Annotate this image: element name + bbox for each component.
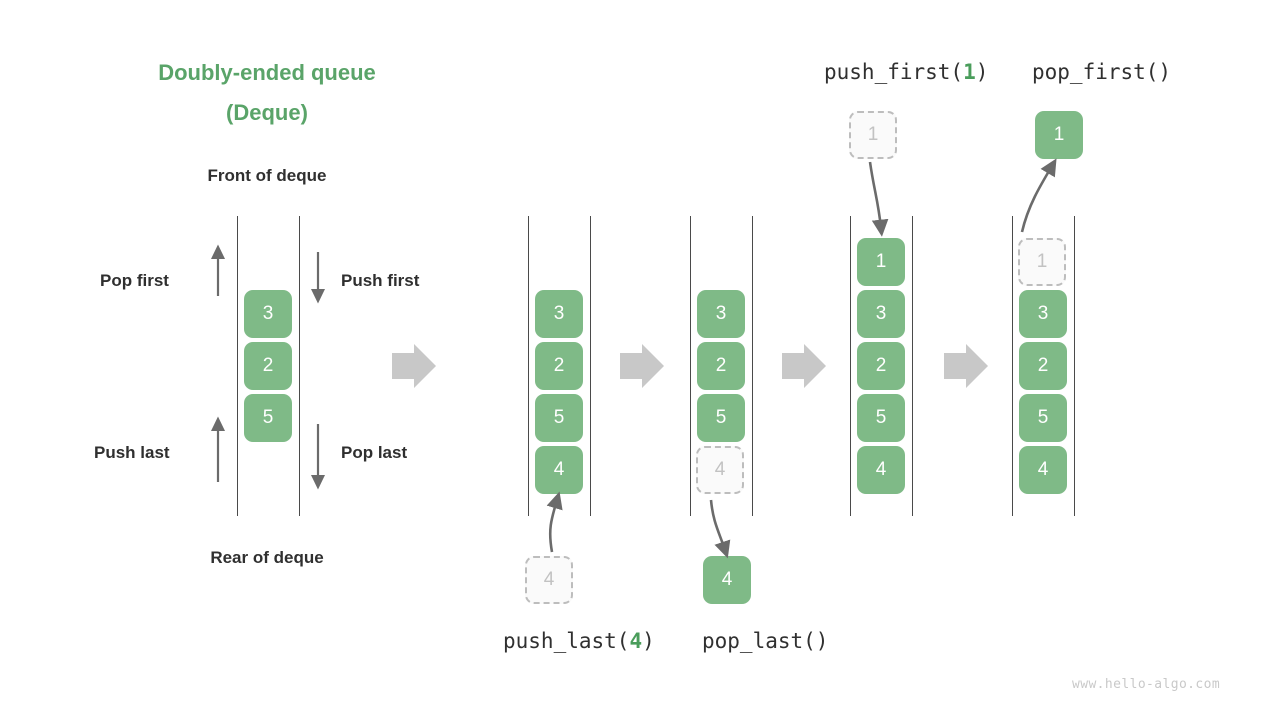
deque-box: 3	[244, 290, 292, 338]
push-last-op-arg: 4	[629, 629, 643, 653]
deque-box: 2	[244, 342, 292, 390]
push-first-motion-arrow	[868, 161, 889, 237]
deque-box: 3	[1019, 290, 1067, 338]
deque-rail-left-p2	[528, 216, 529, 516]
push-last-label: Push last	[94, 443, 170, 462]
deque-box: 3	[535, 290, 583, 338]
deque-rail-right-p1	[299, 216, 300, 516]
pop-last-label: Pop last	[341, 443, 408, 462]
deque-rail-left-p5	[1012, 216, 1013, 516]
deque-external-box: 4	[703, 556, 751, 604]
front-of-deque-label: Front of deque	[207, 166, 327, 185]
deque-box: 5	[535, 394, 583, 442]
deque-external-box-ghost: 4	[525, 556, 573, 604]
deque-rail-left-p3	[690, 216, 691, 516]
diagram-title-line1: Doubly-ended queue	[158, 60, 376, 85]
deque-box: 2	[1019, 342, 1067, 390]
deque-external-box: 1	[1035, 111, 1083, 159]
deque-box: 3	[857, 290, 905, 338]
deque-rail-right-p3	[752, 216, 753, 516]
push-first-label: Push first	[341, 271, 420, 290]
rear-of-deque-label: Rear of deque	[210, 548, 324, 567]
push-last-op-pre: push_last(	[503, 629, 630, 653]
transition-arrow-2	[620, 344, 664, 388]
deque-box-ghost: 4	[696, 446, 744, 494]
transition-arrow-3	[782, 344, 826, 388]
deque-rail-right-p4	[912, 216, 913, 516]
deque-rail-right-p5	[1074, 216, 1075, 516]
push-first-op-post: )	[975, 60, 989, 84]
deque-box: 5	[1019, 394, 1067, 442]
deque-box: 2	[535, 342, 583, 390]
deque-box: 3	[697, 290, 745, 338]
deque-box: 4	[857, 446, 905, 494]
pop-first-motion-arrow	[1020, 158, 1057, 233]
deque-box: 2	[697, 342, 745, 390]
push-last-motion-arrow	[546, 491, 563, 553]
deque-box: 2	[857, 342, 905, 390]
deque-external-box-ghost: 1	[849, 111, 897, 159]
deque-box: 1	[857, 238, 905, 286]
deque-rail-left-p1	[237, 216, 238, 516]
push-first-op-pre: push_first(	[824, 60, 964, 84]
pop-last-motion-arrow	[709, 499, 731, 559]
pop-first-operation: pop_first()	[1032, 60, 1172, 84]
diagram-title-line2: (Deque)	[226, 100, 308, 125]
watermark: www.hello-algo.com	[1072, 677, 1221, 692]
pop-last-operation: pop_last()	[702, 629, 829, 653]
deque-box-ghost: 1	[1018, 238, 1066, 286]
push-first-op-arg: 1	[963, 60, 976, 84]
pop-first-label: Pop first	[100, 271, 169, 290]
push-last-op-post: )	[642, 629, 655, 653]
deque-rail-right-p2	[590, 216, 591, 516]
deque-box: 5	[244, 394, 292, 442]
deque-box: 4	[535, 446, 583, 494]
deque-box: 5	[697, 394, 745, 442]
transition-arrow-1	[392, 344, 436, 388]
push-first-operation: push_first(1)	[824, 60, 988, 84]
deque-box: 5	[857, 394, 905, 442]
deque-rail-left-p4	[850, 216, 851, 516]
deque-box: 4	[1019, 446, 1067, 494]
transition-arrow-4	[944, 344, 988, 388]
push-last-operation: push_last(4)	[503, 629, 655, 653]
